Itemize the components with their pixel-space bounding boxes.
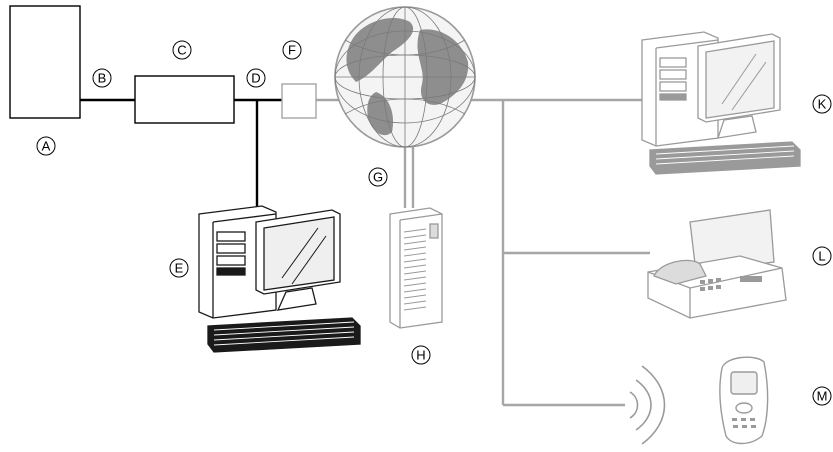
svg-text:F: F — [288, 43, 296, 58]
label-h: H — [412, 346, 430, 364]
label-c: C — [173, 41, 191, 59]
server-tower-icon — [390, 208, 442, 328]
label-d: D — [247, 69, 265, 87]
label-e: E — [170, 259, 188, 277]
svg-text:G: G — [373, 170, 383, 185]
svg-text:A: A — [42, 139, 51, 154]
label-k: K — [813, 95, 831, 113]
router-box — [282, 84, 316, 118]
svg-text:D: D — [251, 71, 260, 86]
label-l: L — [813, 247, 831, 265]
mobile-phone-icon — [720, 357, 768, 443]
label-g: G — [369, 168, 387, 186]
svg-text:B: B — [98, 71, 107, 86]
globe-internet-icon — [335, 7, 475, 147]
desktop-computer-icon-light — [642, 32, 800, 174]
label-a: A — [37, 137, 55, 155]
wireless-signal-icon — [630, 366, 665, 444]
label-f: F — [283, 41, 301, 59]
svg-text:L: L — [818, 249, 825, 264]
desktop-computer-icon — [199, 206, 360, 352]
svg-text:E: E — [175, 261, 184, 276]
fax-machine-icon — [648, 210, 786, 318]
light-wiring — [316, 100, 650, 405]
controller-box — [10, 6, 80, 118]
svg-text:K: K — [818, 97, 827, 112]
label-m: M — [813, 387, 831, 405]
label-b: B — [93, 69, 111, 87]
svg-text:M: M — [817, 389, 828, 404]
svg-text:H: H — [416, 348, 425, 363]
svg-text:C: C — [177, 43, 186, 58]
communication-module-box — [135, 76, 234, 123]
